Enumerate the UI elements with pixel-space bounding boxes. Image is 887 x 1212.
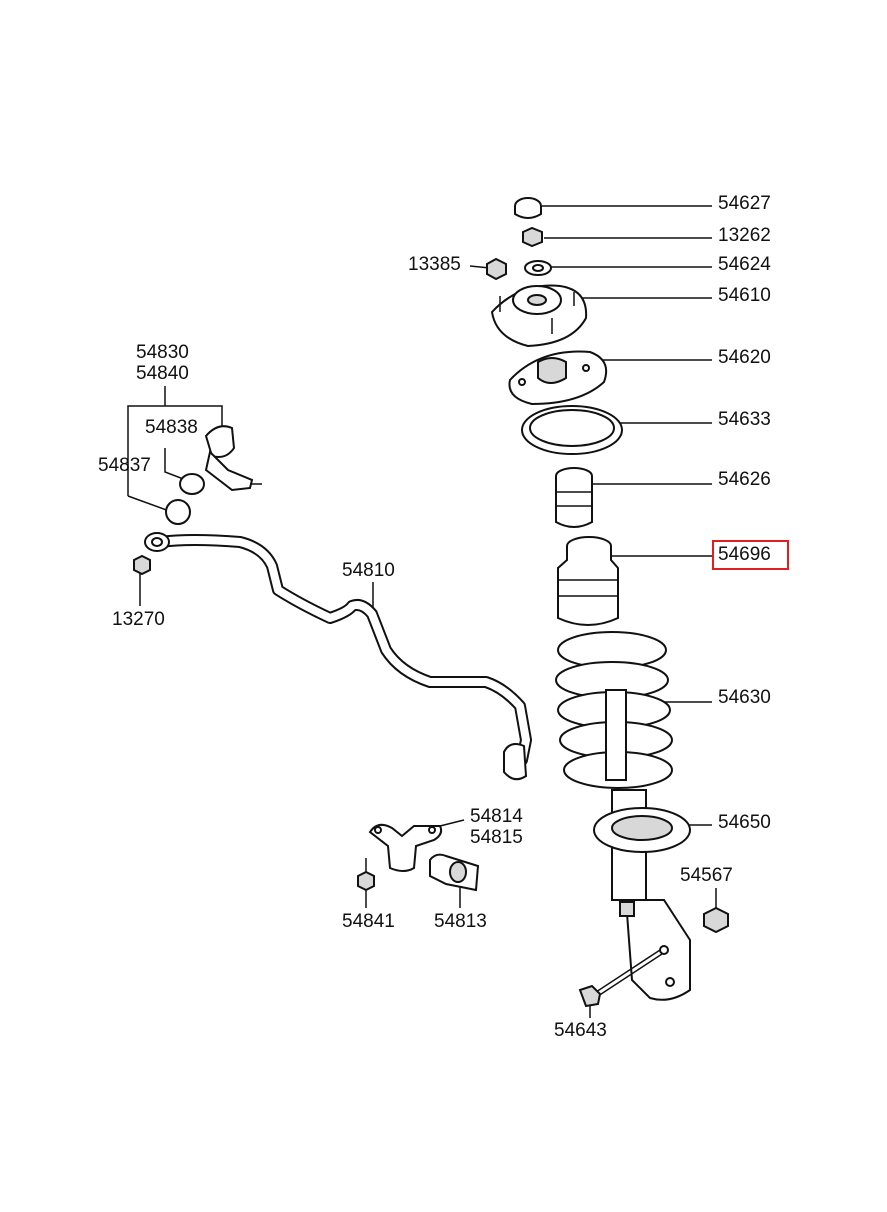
label-54643: 54643: [554, 1020, 607, 1041]
bump-stopper: [555, 467, 593, 528]
spring-upper-pad: [521, 405, 623, 455]
label-54840: 54840: [136, 363, 189, 384]
label-54624: 54624: [718, 254, 771, 275]
stabilizer-bracket: [368, 823, 443, 872]
label-54696: 54696: [718, 544, 771, 565]
label-54813: 54813: [434, 911, 487, 932]
label-54810: 54810: [342, 560, 395, 581]
dust-cover: [557, 536, 619, 626]
strut-mount-insulator: [490, 284, 588, 348]
label-54837: 54837: [98, 455, 151, 476]
mount-nut: [486, 257, 507, 281]
label-54841: 54841: [342, 911, 395, 932]
label-54838: 54838: [145, 417, 198, 438]
label-54814: 54814: [470, 806, 523, 827]
strut-assembly: [593, 789, 691, 1001]
bracket-bolt: [357, 858, 375, 892]
strut-nut-lower: [703, 906, 729, 934]
label-54620: 54620: [718, 347, 771, 368]
stabilizer-bar: [144, 532, 532, 781]
label-54626: 54626: [718, 469, 771, 490]
strut-washer: [524, 260, 552, 276]
label-13385: 13385: [408, 254, 461, 275]
label-54633: 54633: [718, 409, 771, 430]
label-54630: 54630: [718, 687, 771, 708]
bar-link-nut: [133, 554, 151, 576]
label-54815: 54815: [470, 827, 523, 848]
coil-spring: [555, 631, 673, 789]
label-13270: 13270: [112, 609, 165, 630]
spring-upper-seat: [508, 350, 608, 406]
label-54567: 54567: [680, 865, 733, 886]
strut-nut: [522, 226, 543, 248]
strut-bolt: [578, 949, 663, 1008]
label-54830: 54830: [136, 342, 189, 363]
highlight-box: [712, 540, 789, 570]
stabilizer-link: [165, 425, 262, 525]
strut-top-cap: [514, 197, 542, 219]
stabilizer-bushing: [429, 853, 480, 892]
label-13262: 13262: [718, 225, 771, 246]
label-54610: 54610: [718, 285, 771, 306]
label-54627: 54627: [718, 193, 771, 214]
label-54650: 54650: [718, 812, 771, 833]
